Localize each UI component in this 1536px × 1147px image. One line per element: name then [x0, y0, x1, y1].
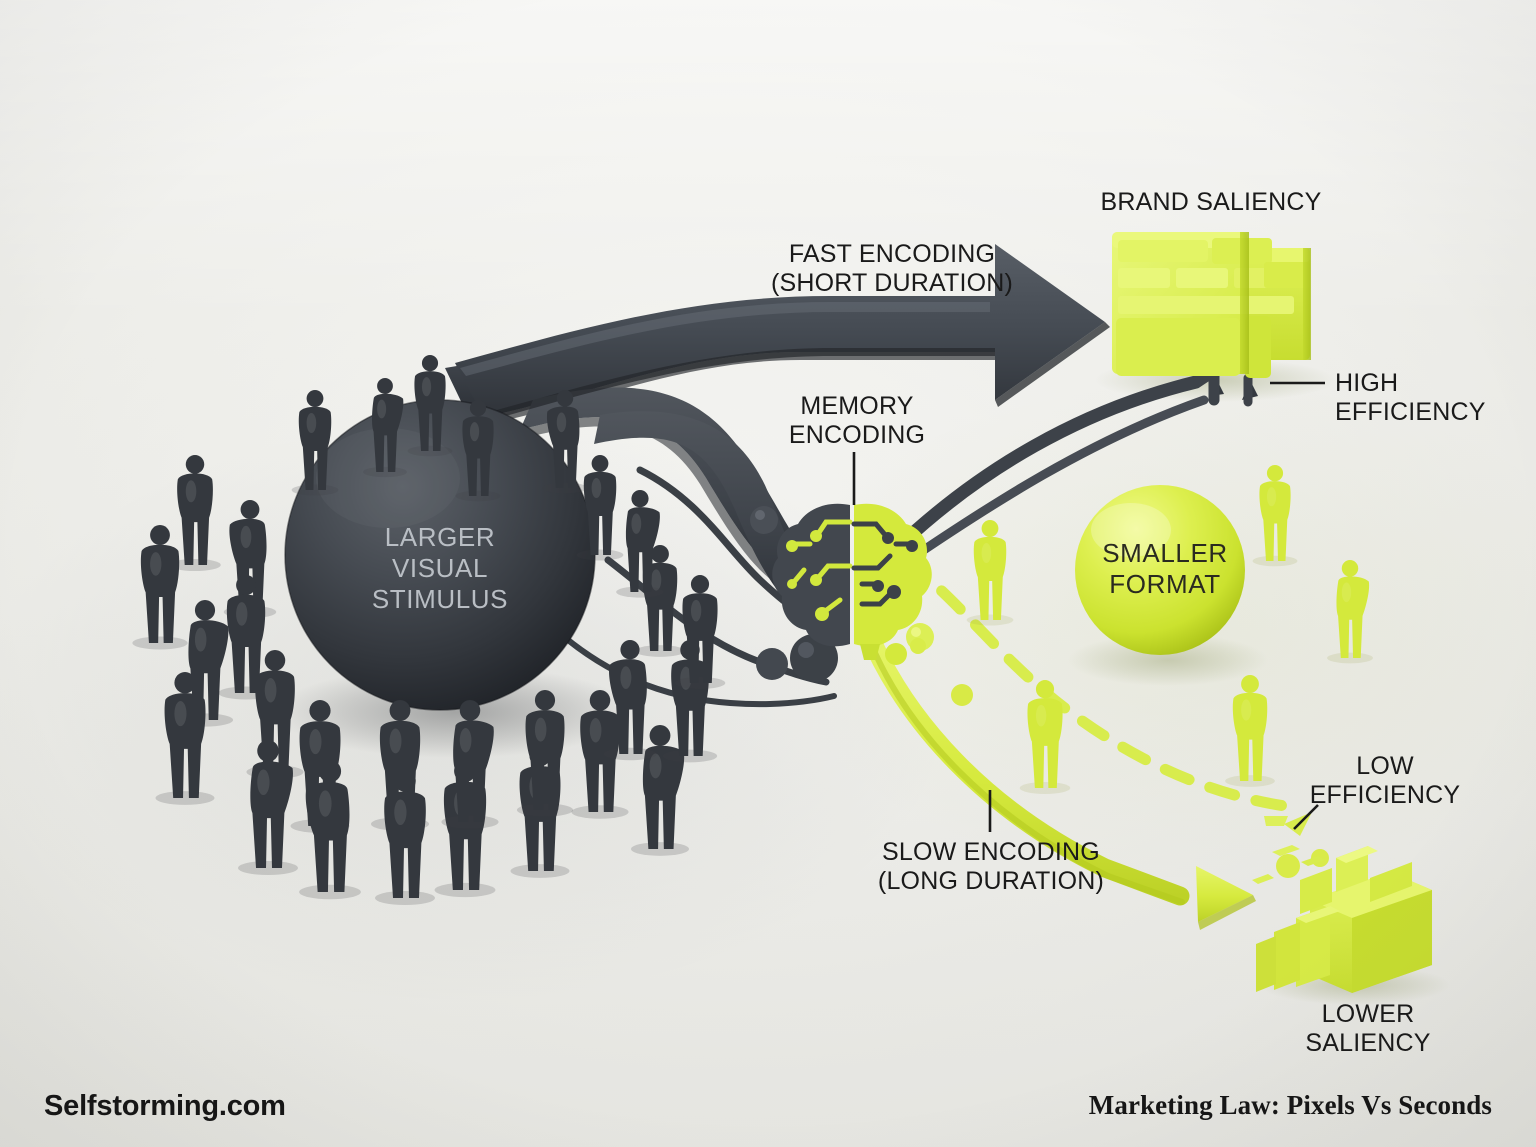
- person-figure: [363, 378, 407, 478]
- larger-visual-stimulus-sphere: [284, 399, 596, 711]
- person-figure: [510, 745, 570, 878]
- person-figure: [434, 760, 496, 898]
- smaller-format-sphere: [1075, 485, 1245, 655]
- person-figure: [966, 520, 1014, 626]
- person-figure: [441, 700, 499, 829]
- person-figure: [1019, 680, 1071, 794]
- label-brand-saliency: BRAND SALIENCY: [1100, 188, 1322, 216]
- brand-blocks-shadow: [1095, 358, 1335, 402]
- dark-sphere-shadow: [275, 666, 635, 758]
- person-figure: [516, 690, 574, 817]
- fast-encoding-ribbons: [445, 300, 1020, 708]
- person-figure: [176, 600, 234, 727]
- brain-icon: [772, 503, 932, 665]
- label-smaller-format: SMALLER FORMAT: [1102, 538, 1228, 600]
- person-figure: [238, 740, 298, 876]
- person-figure: [407, 355, 453, 457]
- person-figure: [635, 545, 685, 657]
- person-figure: [169, 455, 221, 572]
- person-figure: [630, 725, 690, 856]
- label-lower-saliency: LOWER SALIENCY: [1305, 1000, 1431, 1058]
- lower-blocks-shadow: [1260, 965, 1450, 1005]
- brand-saliency-blocks: [1112, 232, 1311, 378]
- lower-saliency-blocks: [1252, 812, 1432, 993]
- person-figure: [1225, 675, 1275, 787]
- label-slow-encoding: SLOW ENCODING (LONG DURATION): [877, 838, 1105, 896]
- person-figure: [571, 690, 629, 819]
- person-figure: [132, 525, 188, 650]
- person-figure: [1252, 465, 1298, 567]
- person-figure: [576, 455, 624, 561]
- person-figure: [290, 700, 350, 833]
- crowd-figures-dark-icon: [132, 355, 726, 906]
- brain-to-brand-connectors: [893, 366, 1258, 567]
- person-figure: [246, 650, 304, 779]
- person-figure: [299, 760, 361, 900]
- person-figure: [603, 640, 657, 761]
- person-figure: [291, 390, 339, 496]
- label-low-efficiency: LOW EFFICIENCY: [1309, 752, 1461, 810]
- label-larger-visual-stimulus: LARGER VISUAL STIMULUS: [371, 522, 509, 615]
- person-figure: [674, 575, 726, 689]
- person-figure: [542, 390, 588, 494]
- person-figure: [616, 490, 664, 598]
- person-figure: [370, 700, 430, 831]
- label-high-efficiency: HIGH EFFICIENCY: [1335, 369, 1486, 427]
- crowd-figures-lime-icon: [966, 465, 1373, 794]
- footer-title: Marketing Law: Pixels Vs Seconds: [1088, 1090, 1492, 1120]
- footer-brand[interactable]: Selfstorming.com: [44, 1090, 286, 1122]
- label-memory-encoding: MEMORY ENCODING: [788, 392, 926, 450]
- person-figure: [218, 575, 274, 700]
- person-figure: [662, 640, 718, 763]
- lime-sphere-shadow: [1068, 634, 1268, 686]
- label-fast-encoding: FAST ENCODING (SHORT DURATION): [770, 240, 1014, 298]
- person-figure: [455, 400, 501, 502]
- person-figure: [1327, 560, 1373, 664]
- person-figure: [375, 770, 435, 906]
- person-figure: [223, 500, 277, 619]
- person-figure: [155, 672, 215, 805]
